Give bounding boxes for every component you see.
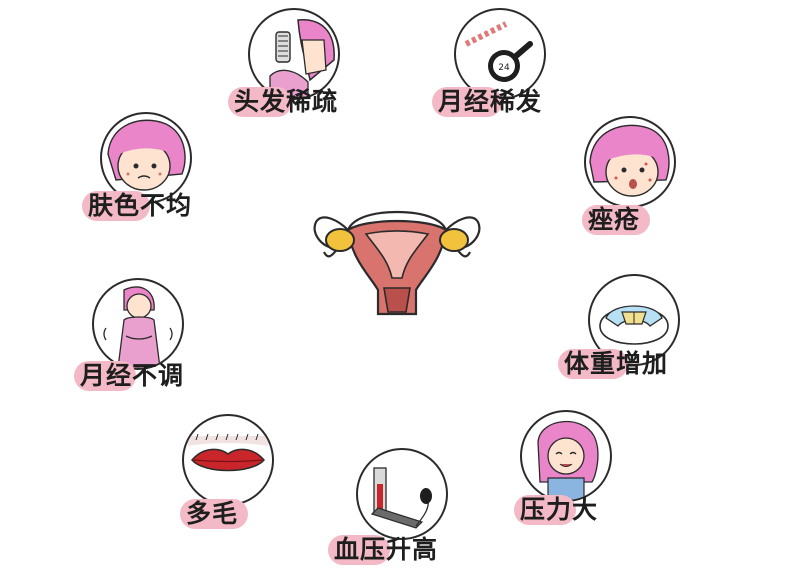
symptom-label-stress: 压力大	[514, 490, 598, 526]
symptom-label-hair-thinning: 头发稀疏	[228, 82, 338, 118]
crying-face-icon	[520, 410, 612, 502]
symptom-label-scanty-menses: 月经稀发	[432, 82, 542, 118]
symptom-label-uneven-skin: 肤色不均	[82, 186, 192, 222]
svg-text:24: 24	[498, 63, 510, 73]
lips-hair-icon	[182, 414, 274, 506]
worried-face-icon	[100, 112, 192, 204]
calendar-clock-icon: 24	[454, 8, 546, 100]
woman-abdominal-pain-icon	[92, 278, 184, 370]
symptom-label-weight-gain: 体重增加	[558, 344, 668, 380]
symptom-label-high-bp: 血压升高	[328, 530, 438, 566]
uterus-ovaries-icon	[308, 190, 486, 320]
blood-pressure-monitor-icon	[356, 448, 448, 540]
symptom-label-acne: 痤疮	[582, 200, 650, 236]
hair-comb-icon	[248, 8, 340, 100]
scale-icon	[588, 274, 680, 366]
symptom-label-irregular-menses: 月经不调	[74, 356, 184, 392]
acne-face-icon	[584, 116, 676, 208]
symptom-label-hirsutism: 多毛	[180, 494, 248, 530]
